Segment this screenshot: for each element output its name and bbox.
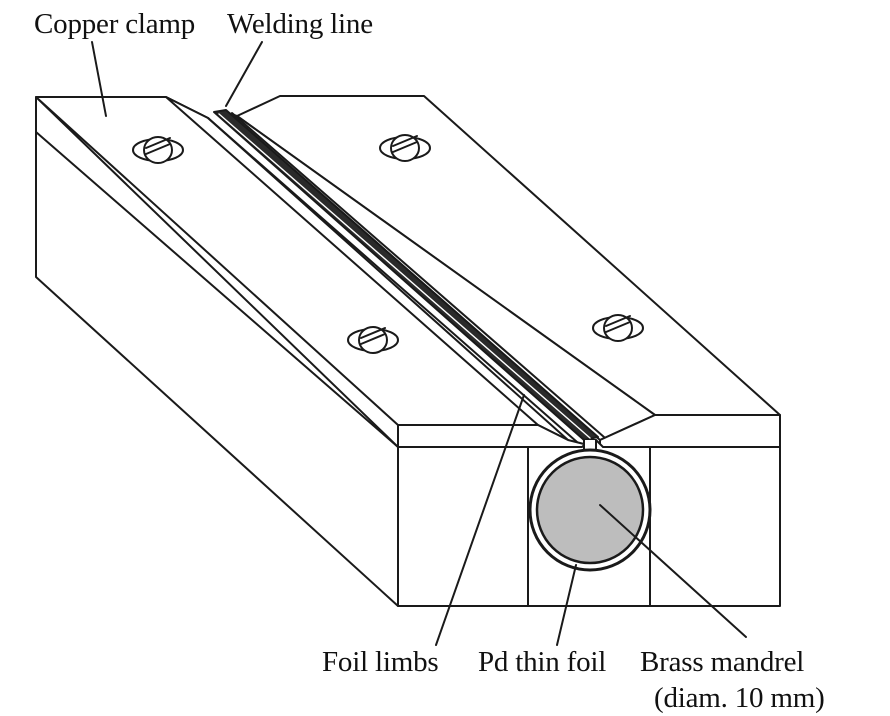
label-foil-limbs: Foil limbs bbox=[322, 646, 439, 678]
label-brass-mandrel: Brass mandrel bbox=[640, 646, 805, 678]
label-pd-thin-foil: Pd thin foil bbox=[478, 646, 607, 678]
leader-brass-mandrel bbox=[599, 504, 747, 638]
screw-right-top bbox=[379, 134, 431, 162]
mandrel-assembly bbox=[528, 439, 652, 572]
screw-left-bottom bbox=[347, 326, 399, 354]
screw-left-top bbox=[132, 136, 184, 164]
leader-pd-thin-foil bbox=[556, 564, 577, 646]
label-welding-line: Welding line bbox=[227, 8, 373, 40]
leader-lines bbox=[91, 41, 747, 646]
screw-right-bottom bbox=[592, 314, 644, 342]
left-clamp-block bbox=[35, 96, 585, 607]
brass-mandrel bbox=[535, 455, 645, 565]
leader-foil-limbs bbox=[435, 394, 525, 646]
leader-welding-line bbox=[225, 41, 263, 107]
label-copper-clamp: Copper clamp bbox=[34, 8, 196, 40]
foil-limbs-seam bbox=[213, 109, 599, 441]
label-diameter: (diam. 10 mm) bbox=[654, 682, 825, 714]
welding-seam bbox=[207, 109, 605, 443]
leader-copper-clamp bbox=[91, 41, 107, 117]
